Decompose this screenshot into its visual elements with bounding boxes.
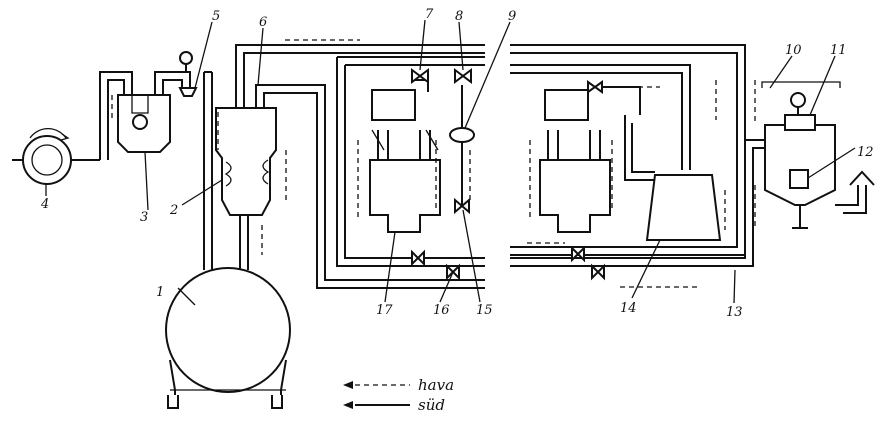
vacuum-pump bbox=[12, 128, 100, 185]
milk-receiver bbox=[761, 81, 875, 229]
callout-1: 1 bbox=[156, 285, 164, 300]
vacuum-pipe bbox=[99, 71, 133, 160]
callout-15: 15 bbox=[476, 303, 493, 318]
right-milking-section bbox=[510, 44, 765, 288]
callout-2: 2 bbox=[169, 203, 178, 218]
milk-releaser bbox=[215, 107, 287, 216]
callout-12: 12 bbox=[857, 145, 874, 160]
callout-3: 3 bbox=[140, 210, 148, 225]
callout-8: 8 bbox=[455, 9, 463, 24]
callout-16: 16 bbox=[433, 303, 450, 318]
left-milking-section bbox=[336, 56, 485, 281]
vacuum-gauge-regulator bbox=[178, 51, 198, 97]
legend-milk bbox=[343, 401, 410, 409]
vacuum-balloon bbox=[111, 94, 171, 153]
callout-9: 9 bbox=[508, 9, 516, 24]
legend-air bbox=[343, 381, 410, 389]
legend-milk-label: süd bbox=[418, 396, 445, 414]
callout-6: 6 bbox=[259, 15, 267, 30]
callout-7: 7 bbox=[425, 7, 434, 22]
callout-17: 17 bbox=[376, 303, 393, 318]
callout-10: 10 bbox=[785, 43, 802, 58]
callout-13: 13 bbox=[726, 305, 743, 320]
milk-tank bbox=[165, 267, 291, 409]
callout-11: 11 bbox=[830, 43, 847, 58]
legend-air-label: hava bbox=[418, 376, 454, 394]
legend: hava süd bbox=[343, 376, 454, 414]
callout-5: 5 bbox=[212, 9, 220, 24]
leader-lines bbox=[45, 19, 856, 306]
callout-4: 4 bbox=[40, 197, 49, 212]
callout-14: 14 bbox=[620, 301, 637, 316]
